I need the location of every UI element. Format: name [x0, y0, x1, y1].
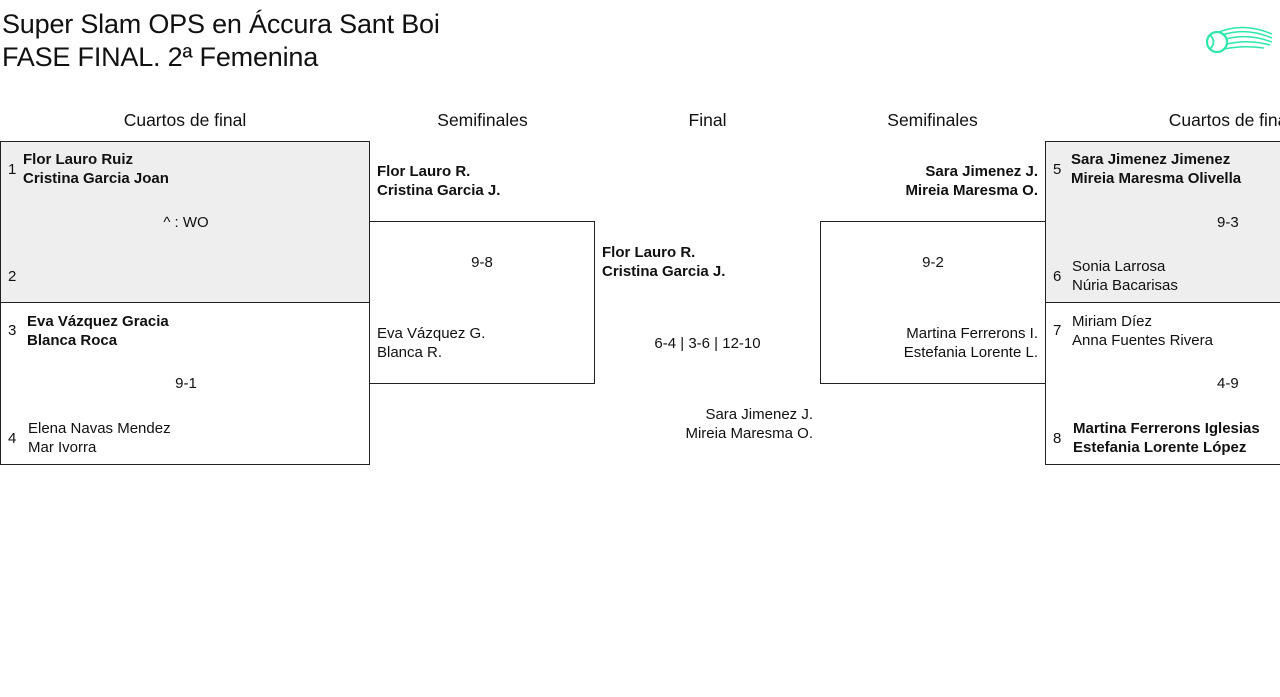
qf-right-match-1: 5 Sara Jimenez Jimenez Mireia Maresma Ol…: [1045, 141, 1280, 303]
match-score: ^ : WO: [163, 214, 209, 231]
match-score: 9-2: [922, 254, 944, 271]
player-name: Mireia Maresma O.: [685, 425, 813, 442]
final-bottom-team: Sara Jimenez J. Mireia Maresma O.: [595, 405, 813, 443]
seed-number: 6: [1053, 268, 1062, 285]
player-name: Sonia Larrosa: [1072, 258, 1166, 275]
seed-number: 7: [1053, 322, 1062, 339]
round-header-final: Final: [688, 110, 727, 130]
player-name: Mireia Maresma O.: [905, 182, 1038, 199]
qf-right-1-bottom-team: Sonia Larrosa Núria Bacarisas: [1072, 257, 1178, 295]
player-name: Anna Fuentes Rivera: [1072, 332, 1213, 349]
qf-left-match-1: 1 Flor Lauro Ruiz Cristina Garcia Joan ^…: [0, 141, 370, 303]
qf-right-2-bottom-team: Martina Ferrerons Iglesias Estefania Lor…: [1073, 419, 1260, 457]
sf-left-top-team: Flor Lauro R. Cristina Garcia J.: [377, 162, 500, 200]
qf-left-match-2: 3 Eva Vázquez Gracia Blanca Roca 9-1 4 E…: [0, 302, 370, 465]
qf-right-2-top-team: Miriam Díez Anna Fuentes Rivera: [1072, 312, 1213, 350]
player-name: Mireia Maresma Olivella: [1071, 170, 1242, 187]
qf-left-2-top-team: Eva Vázquez Gracia Blanca Roca: [27, 312, 169, 350]
match-score: 9-3: [1217, 214, 1239, 231]
round-header-sf-right: Semifinales: [887, 110, 978, 130]
qf-right-1-top-team: Sara Jimenez Jimenez Mireia Maresma Oliv…: [1071, 150, 1241, 188]
page-subtitle: FASE FINAL. 2ª Femenina: [2, 42, 319, 72]
seed-number: 3: [8, 322, 17, 339]
player-name: Blanca Roca: [27, 332, 118, 349]
sf-right-match: 9-2 Martina Ferrerons I. Estefania Loren…: [820, 221, 1046, 384]
player-name: Eva Vázquez Gracia: [27, 313, 169, 330]
player-name: Flor Lauro Ruiz: [23, 151, 133, 168]
qf-left-1-top-team: Flor Lauro Ruiz Cristina Garcia Joan: [23, 150, 169, 188]
sf-left-match: 9-8 Eva Vázquez G. Blanca R.: [369, 221, 595, 384]
player-name: Elena Navas Mendez: [28, 420, 171, 437]
sf-left-bottom-team: Eva Vázquez G. Blanca R.: [377, 324, 485, 362]
seed-number: 5: [1053, 161, 1062, 178]
page-title: Super Slam OPS en Áccura Sant Boi: [2, 9, 440, 39]
player-name: Martina Ferrerons I.: [906, 325, 1038, 342]
player-name: Estefania Lorente López: [1073, 439, 1247, 456]
qf-left-2-bottom-team: Elena Navas Mendez Mar Ivorra: [28, 419, 171, 457]
player-name: Cristina Garcia J.: [377, 182, 501, 199]
seed-number: 1: [8, 161, 17, 178]
player-name: Sara Jimenez J.: [925, 163, 1038, 180]
player-name: Eva Vázquez G.: [377, 325, 486, 342]
match-score: 9-1: [175, 375, 197, 392]
player-name: Martina Ferrerons Iglesias: [1073, 420, 1260, 437]
sf-right-top-team: Sara Jimenez J. Mireia Maresma O.: [820, 162, 1038, 200]
tennis-ball-logo-icon: [1205, 26, 1273, 54]
final-top-team: Flor Lauro R. Cristina Garcia J.: [602, 243, 725, 281]
player-name: Cristina Garcia Joan: [23, 170, 169, 187]
player-name: Flor Lauro R.: [602, 244, 696, 261]
round-header-sf-left: Semifinales: [437, 110, 528, 130]
round-header-qf-right: Cuartos de final: [1168, 110, 1280, 130]
round-header-qf-left: Cuartos de final: [123, 110, 247, 130]
player-name: Flor Lauro R.: [377, 163, 471, 180]
match-score: 4-9: [1217, 375, 1239, 392]
player-name: Núria Bacarisas: [1072, 277, 1178, 294]
seed-number: 4: [8, 430, 17, 447]
player-name: Mar Ivorra: [28, 439, 97, 456]
sf-right-bottom-team: Martina Ferrerons I. Estefania Lorente L…: [821, 324, 1038, 362]
player-name: Sara Jimenez Jimenez: [1071, 151, 1231, 168]
player-name: Blanca R.: [377, 344, 443, 361]
final-score: 6-4 | 3-6 | 12-10: [654, 335, 761, 352]
player-name: Miriam Díez: [1072, 313, 1153, 330]
seed-number: 8: [1053, 430, 1062, 447]
player-name: Sara Jimenez J.: [705, 406, 813, 423]
player-name: Cristina Garcia J.: [602, 263, 726, 280]
match-score: 9-8: [471, 254, 493, 271]
player-name: Estefania Lorente L.: [903, 344, 1038, 361]
qf-right-match-2: 7 Miriam Díez Anna Fuentes Rivera 4-9 8 …: [1045, 302, 1280, 465]
seed-number: 2: [8, 268, 17, 285]
